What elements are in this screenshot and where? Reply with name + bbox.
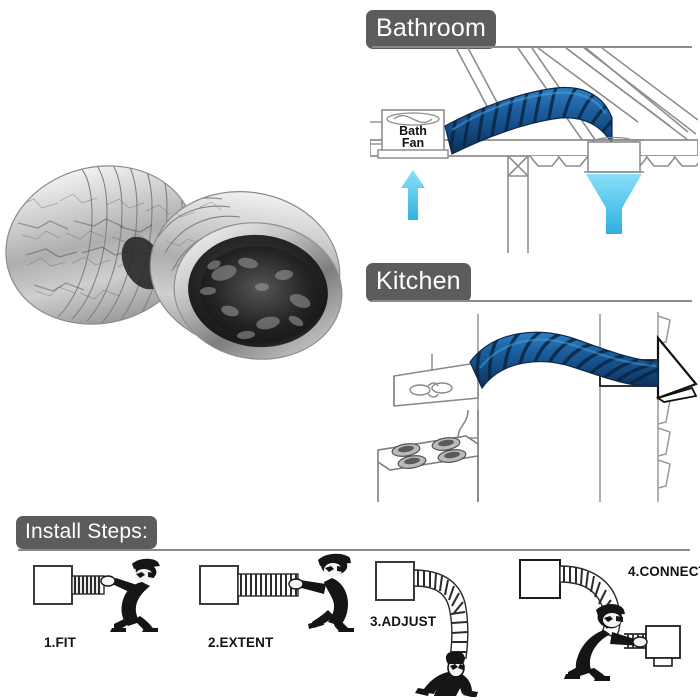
section-badge-bathroom: Bathroom <box>366 10 496 49</box>
flexible-duct-kitchen <box>469 331 659 390</box>
divider-bathroom <box>372 46 692 48</box>
section-badge-kitchen: Kitchen <box>366 263 471 302</box>
install-step-1-label: 1.FIT <box>44 635 77 650</box>
wall-stud <box>507 155 529 253</box>
stove-burners <box>391 437 467 469</box>
worker-figure <box>564 604 648 681</box>
worker-figure <box>415 651 478 697</box>
duct-open-end <box>173 222 343 360</box>
bathroom-installation-diagram: Bath Fan <box>370 48 698 253</box>
bath-fan-label-line2: Fan <box>402 136 424 150</box>
install-step-2: 2.EXTENT <box>194 552 364 697</box>
roof-vent-collar <box>584 136 644 173</box>
install-step-2-label: 2.EXTENT <box>208 635 274 650</box>
bath-fan-label-line1: Bath <box>399 124 427 138</box>
extended-duct <box>237 573 299 597</box>
compressed-duct <box>71 575 105 595</box>
install-step-3: 3.ADJUST <box>368 552 533 697</box>
install-step-4: 4.CONNECT <box>516 552 700 697</box>
exterior-vent-cap <box>655 334 698 403</box>
product-photo <box>0 95 355 360</box>
kitchen-installation-diagram <box>370 302 698 502</box>
range-hood <box>393 354 479 407</box>
roof-sheathing <box>565 48 698 141</box>
flexible-duct-bathroom <box>444 86 613 155</box>
worker-figure <box>100 558 160 632</box>
install-steps-row: 1.FIT <box>16 552 700 697</box>
airflow-arrow-intake <box>401 170 425 220</box>
divider-kitchen <box>372 300 692 302</box>
divider-install-steps <box>18 549 690 551</box>
install-step-4-label: 4.CONNECT <box>628 564 700 579</box>
airflow-arrow-exhaust <box>586 174 642 234</box>
vent-box <box>645 625 681 667</box>
install-step-3-label: 3.ADJUST <box>370 614 437 629</box>
section-badge-install-steps: Install Steps: <box>16 516 158 549</box>
stove-cooktop <box>377 435 479 502</box>
bath-fan-unit: Bath Fan <box>370 109 449 159</box>
install-step-1: 1.FIT <box>24 552 184 697</box>
worker-figure <box>288 553 354 632</box>
